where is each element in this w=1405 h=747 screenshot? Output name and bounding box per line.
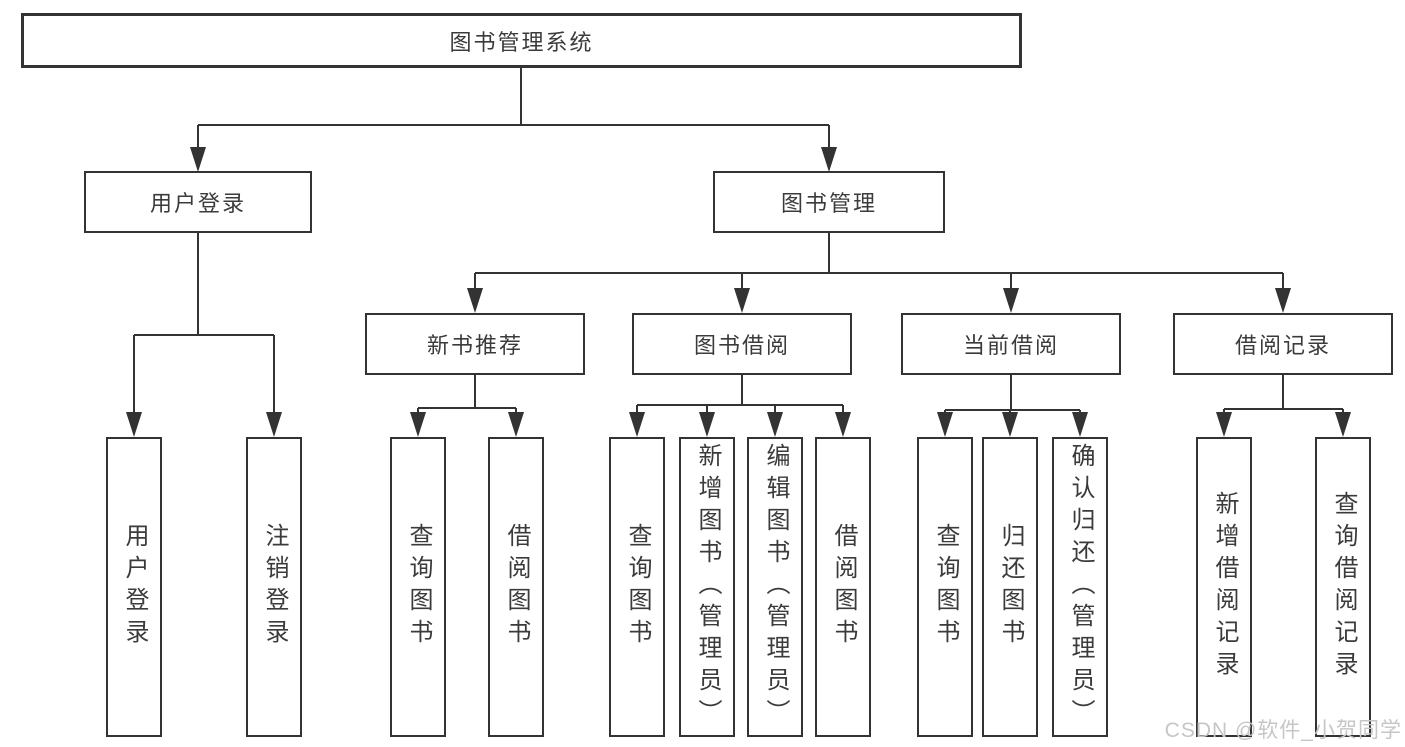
node-label: 图书借阅 xyxy=(693,333,790,358)
leaf-label: 查询图书 xyxy=(405,523,432,651)
node-label: 当前借阅 xyxy=(962,333,1059,358)
leaf-label: 归还图书 xyxy=(997,523,1024,651)
csdn-watermark: CSDN @软件_小贺同学 xyxy=(1164,719,1402,742)
node-borrowing-records: 借阅记录 xyxy=(1173,313,1393,375)
node-label: 用户登录 xyxy=(149,191,246,216)
leaf-label: 注销登录 xyxy=(261,523,288,651)
node-user-login: 用户登录 xyxy=(84,171,312,233)
node-book-management: 图书管理 xyxy=(713,171,945,233)
node-label: 图书管理 xyxy=(780,191,877,216)
leaf-label: 编辑图书（管理员） xyxy=(762,443,789,731)
leaf-logout: 注销登录 xyxy=(246,437,302,737)
leaf-label: 借阅图书 xyxy=(503,523,530,651)
leaf-label: 查询图书 xyxy=(624,523,651,651)
leaf-confirm-return-admin: 确认归还（管理员） xyxy=(1052,437,1108,737)
node-new-book-recommendation: 新书推荐 xyxy=(365,313,585,375)
leaf-label: 用户登录 xyxy=(121,523,148,651)
leaf-user-login: 用户登录 xyxy=(106,437,162,737)
leaf-add-borrow-record: 新增借阅记录 xyxy=(1196,437,1252,737)
leaf-label: 新增图书（管理员） xyxy=(694,443,721,731)
leaf-query-books-borrowing: 查询图书 xyxy=(609,437,665,737)
leaf-query-borrow-record: 查询借阅记录 xyxy=(1315,437,1371,737)
leaf-label: 借阅图书 xyxy=(830,523,857,651)
arrowheads xyxy=(126,147,1351,437)
node-book-borrowing: 图书借阅 xyxy=(632,313,852,375)
leaf-borrow-books-recommend: 借阅图书 xyxy=(488,437,544,737)
node-current-borrowing: 当前借阅 xyxy=(901,313,1121,375)
leaf-return-books: 归还图书 xyxy=(982,437,1038,737)
leaf-label: 查询图书 xyxy=(932,523,959,651)
leaf-edit-book-admin: 编辑图书（管理员） xyxy=(747,437,803,737)
leaf-label: 查询借阅记录 xyxy=(1330,491,1357,683)
leaf-query-books-current: 查询图书 xyxy=(917,437,973,737)
node-library-management-system: 图书管理系统 xyxy=(21,13,1022,68)
leaf-label: 确认归还（管理员） xyxy=(1067,443,1094,731)
node-label: 新书推荐 xyxy=(426,333,523,358)
node-label: 借阅记录 xyxy=(1234,333,1331,358)
leaf-query-books-recommend: 查询图书 xyxy=(390,437,446,737)
leaf-borrow-books-borrowing: 借阅图书 xyxy=(815,437,871,737)
leaf-add-book-admin: 新增图书（管理员） xyxy=(679,437,735,737)
node-label: 图书管理系统 xyxy=(449,29,594,55)
leaf-label: 新增借阅记录 xyxy=(1211,491,1238,683)
